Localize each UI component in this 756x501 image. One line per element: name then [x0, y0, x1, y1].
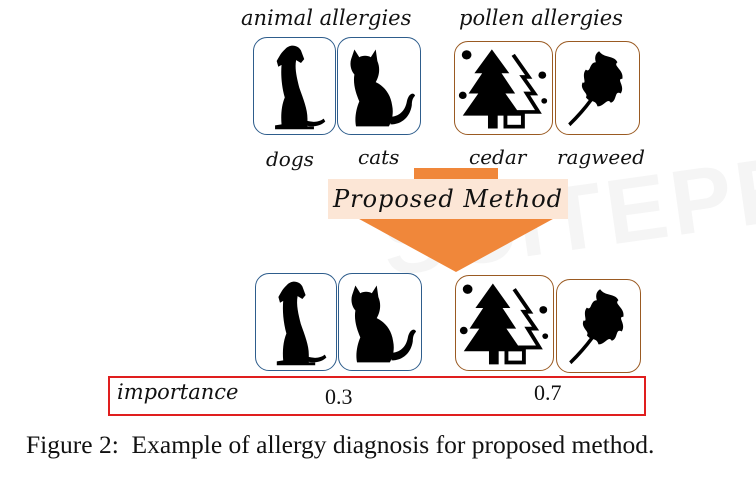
- cedar-tile-top: [454, 41, 553, 135]
- importance-label: importance: [117, 380, 239, 404]
- animal-allergies-label: animal allergies: [241, 6, 412, 30]
- proposed-method-text: Proposed Method: [332, 185, 564, 213]
- ragweed-tile-top: [555, 41, 640, 135]
- caption-text: Example of allergy diagnosis for propose…: [131, 430, 655, 459]
- figure-caption: Figure 2: Example of allergy diagnosis f…: [26, 428, 726, 461]
- cat-tile-top: [337, 37, 421, 135]
- ragweed-label: ragweed: [557, 145, 645, 169]
- dog-icon: [276, 281, 327, 366]
- cedar-tree-icon: [458, 49, 548, 129]
- importance-box: [108, 376, 646, 416]
- cedar-tree-icon: [459, 283, 549, 365]
- dog-tile-bottom: [255, 273, 337, 371]
- proposed-method-label: Proposed Method: [328, 179, 568, 219]
- pollen-importance-value: 0.7: [534, 380, 562, 405]
- cat-tile-bottom: [338, 273, 422, 371]
- ragweed-tile-bottom: [556, 279, 641, 373]
- cat-icon: [350, 49, 416, 127]
- cedar-tile-bottom: [455, 275, 554, 371]
- down-arrow: [350, 168, 562, 272]
- pollen-allergies-label: pollen allergies: [459, 6, 623, 30]
- dog-icon: [275, 45, 326, 130]
- dogs-label: dogs: [266, 147, 314, 171]
- animal-importance-value: 0.3: [325, 384, 353, 409]
- dog-tile-top: [253, 37, 336, 135]
- ragweed-leaf-icon: [569, 289, 624, 365]
- cats-label: cats: [358, 145, 400, 169]
- ragweed-leaf-icon: [568, 51, 623, 127]
- cat-icon: [351, 285, 417, 363]
- caption-prefix: Figure 2:: [26, 430, 119, 459]
- cedar-label: cedar: [469, 145, 527, 169]
